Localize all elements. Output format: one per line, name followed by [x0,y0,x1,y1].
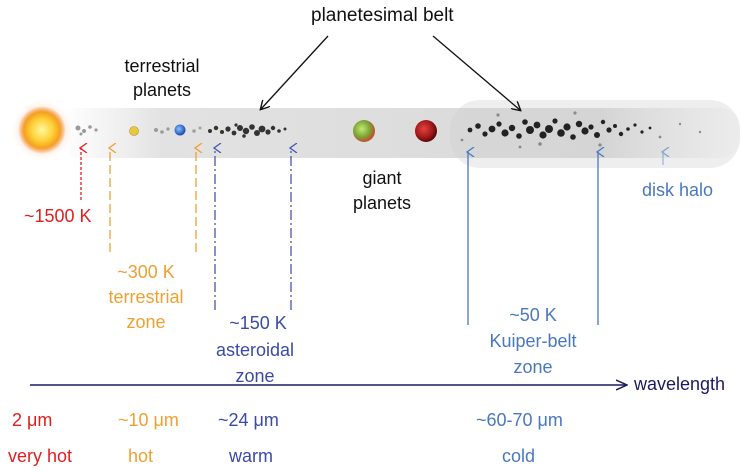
wavelength-60-70um: ~60-70 μm [476,410,563,430]
star [18,106,66,154]
wavelength-2um: 2 μm [12,410,53,430]
asteroid-belt [208,123,287,138]
giant-planet-red [415,120,437,142]
terrestrial-planets-label-line2: planets [132,80,192,100]
asteroidal-zone-label-line2: zone [235,366,275,386]
terrestrial-zone-label-line1: terrestrial [108,287,184,307]
wavelength-axis-label: wavelength [634,374,726,394]
temp-150k-label: ~150 K [229,313,287,333]
planetesimal-arrow-left [261,35,329,109]
regime-hot: hot [128,446,154,466]
kuiper-belt-zone-label-line1: Kuiper-belt [489,331,577,351]
wavelength-24um: ~24 μm [218,410,279,430]
planetesimal-arrow-right [432,35,520,110]
temp-1500k-label: ~1500 K [24,206,92,226]
terrestrial-planet-blue [174,124,186,136]
asteroidal-zone-label-line1: asteroidal [215,340,295,360]
regime-very-hot: very hot [8,446,73,466]
regime-cold: cold [502,446,536,466]
disk-halo-label: disk halo [642,180,714,200]
terrestrial-zone-label-line2: zone [126,312,166,332]
terrestrial-planet-yellow [129,126,139,136]
temp-50k-label: ~50 K [509,305,557,325]
wavelength-10um: ~10 μm [118,410,179,430]
giant-planets-label-line2: planets [352,193,412,213]
planetesimal-belt-label: planetesimal belt [311,5,454,26]
giant-planets-label-line1: giant [362,168,402,188]
kuiper-belt-faint [460,111,702,149]
terrestrial-planets-label-line1: terrestrial [124,56,200,76]
terrestrial-dust [154,127,170,134]
kuiper-belt [467,118,652,140]
hot-dust [75,125,98,136]
terrestrial-dust-outer [192,126,202,133]
giant-planet-green [353,120,375,142]
disk-halo-band [60,108,740,158]
kuiper-belt-zone-label-line2: zone [513,357,553,377]
regime-warm: warm [229,446,273,466]
temp-300k-label: ~300 K [117,262,175,282]
